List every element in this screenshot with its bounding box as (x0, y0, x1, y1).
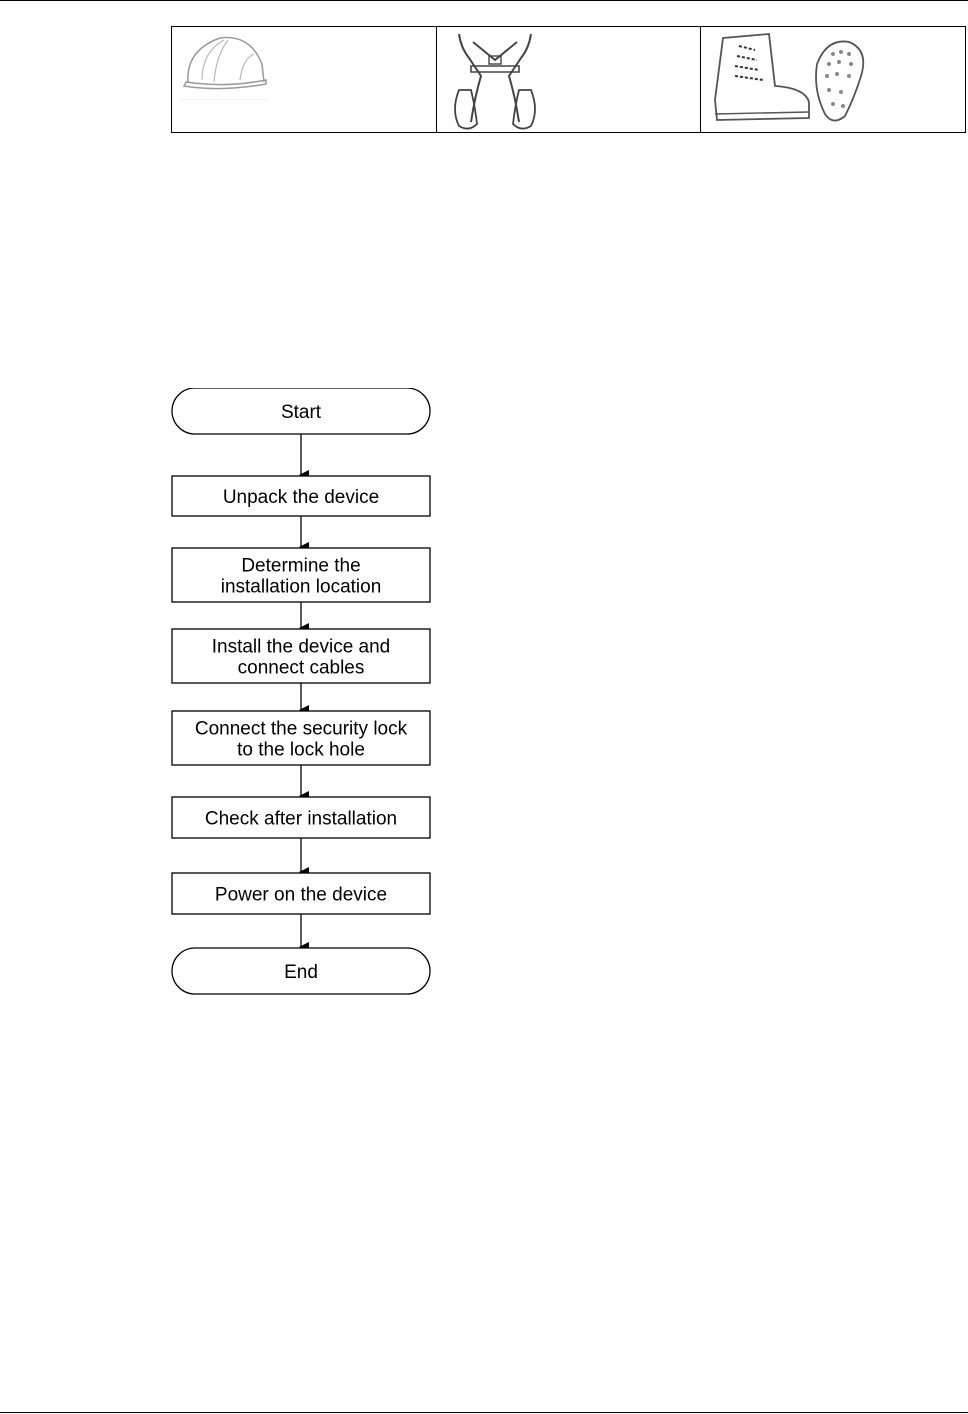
flow-node-label: Install the device and (212, 637, 391, 658)
flow-node-end: End (172, 948, 430, 994)
safety-harness-icon (445, 30, 545, 132)
ppe-cell-harness (436, 27, 701, 133)
footer-rule (0, 1412, 968, 1413)
flow-node-label: Power on the device (215, 885, 387, 906)
safety-helmet-icon (180, 30, 270, 100)
flow-node-power: Power on the device (172, 873, 430, 914)
safety-boots-icon (709, 30, 869, 130)
flow-node-label: to the lock hole (237, 740, 365, 761)
flow-node-unpack: Unpack the device (172, 476, 430, 516)
flow-node-label: Check after installation (205, 809, 397, 830)
flow-node-label: Determine the (241, 556, 360, 577)
ppe-table (171, 26, 966, 133)
flow-node-label: Unpack the device (223, 487, 379, 508)
flow-node-label: installation location (221, 577, 382, 598)
flow-node-start: Start (172, 388, 430, 434)
ppe-cell-helmet (172, 27, 437, 133)
flow-node-label: End (284, 962, 318, 983)
flow-node-check: Check after installation (172, 797, 430, 838)
ppe-cell-boots (701, 27, 966, 133)
header-rule (0, 0, 968, 1)
flow-node-label: connect cables (238, 658, 365, 679)
flow-node-label: Connect the security lock (195, 719, 408, 740)
flow-node-label: Start (281, 402, 322, 423)
